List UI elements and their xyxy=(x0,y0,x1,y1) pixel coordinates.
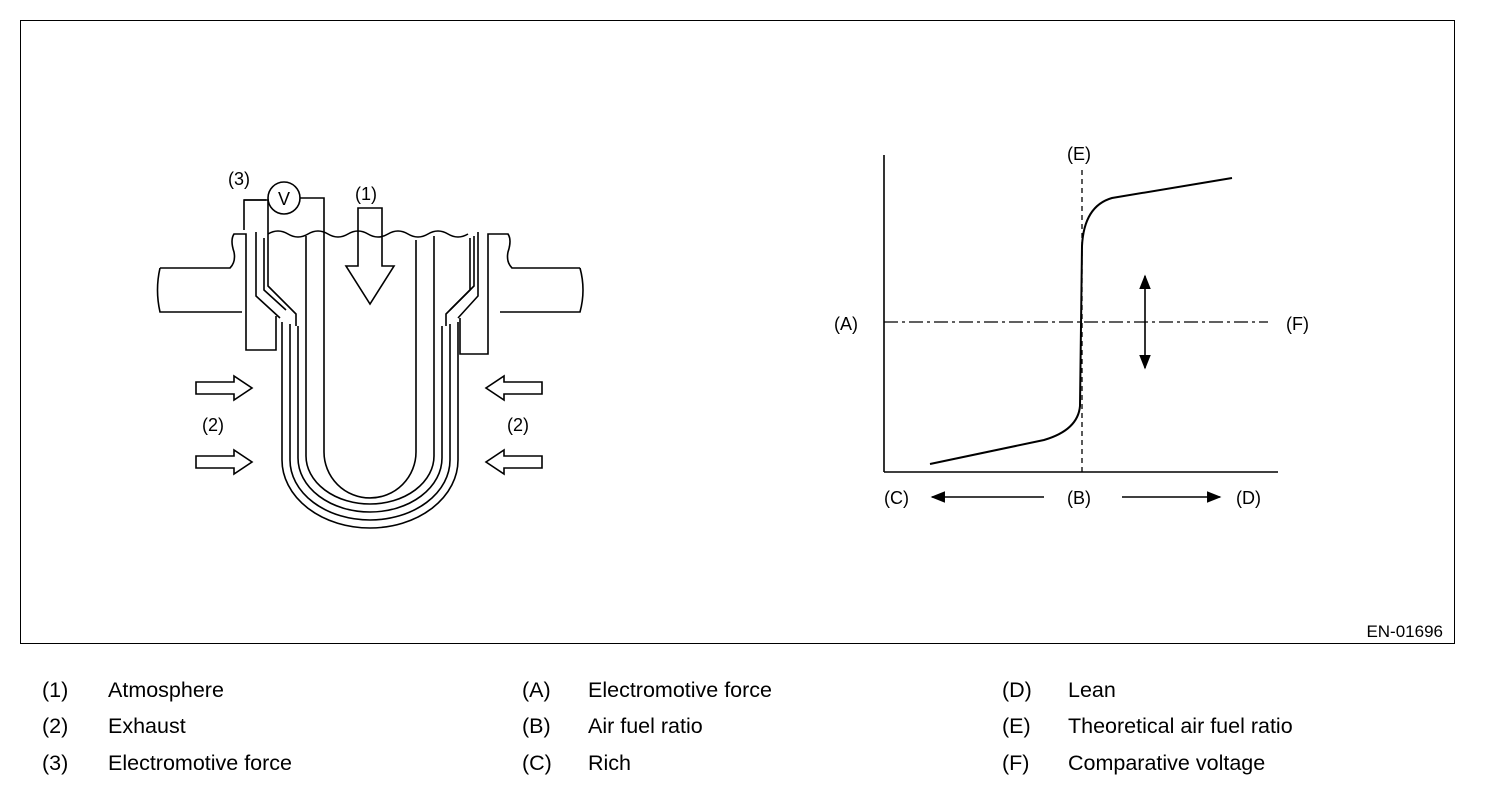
exhaust-pipe xyxy=(156,233,584,355)
oxygen-sensor-diagram xyxy=(156,181,584,529)
graph-label-a: (A) xyxy=(834,314,858,334)
label-atmosphere-callout: (1) xyxy=(355,184,377,204)
exhaust-arrow-left-bottom-icon xyxy=(195,448,254,476)
output-curve xyxy=(929,177,1233,465)
exhaust-arrow-right-bottom-icon xyxy=(484,448,543,476)
figure-code: EN-01696 xyxy=(1366,622,1443,641)
label-exhaust-callout-right: (2) xyxy=(507,415,529,435)
sensor-housing xyxy=(255,232,479,319)
atmosphere-arrow-icon xyxy=(344,207,396,306)
exhaust-arrow-right-top-icon xyxy=(484,374,543,402)
graph-label-c: (C) xyxy=(884,488,909,508)
voltmeter-circuit xyxy=(243,181,325,240)
inner-chamber xyxy=(323,240,417,499)
label-voltmeter: V xyxy=(278,189,290,209)
figure-frame xyxy=(20,20,1455,644)
label-exhaust-callout-left: (2) xyxy=(202,415,224,435)
zirconia-element xyxy=(267,236,475,529)
graph-label-e: (E) xyxy=(1067,144,1091,164)
graph-label-d: (D) xyxy=(1236,488,1261,508)
label-emf-callout: (3) xyxy=(228,169,250,189)
graph-label-f: (F) xyxy=(1286,314,1309,334)
graph-label-b: (B) xyxy=(1067,488,1091,508)
exhaust-arrow-left-top-icon xyxy=(195,374,254,402)
characteristic-graph xyxy=(883,155,1278,503)
atmosphere-surface xyxy=(267,230,469,238)
